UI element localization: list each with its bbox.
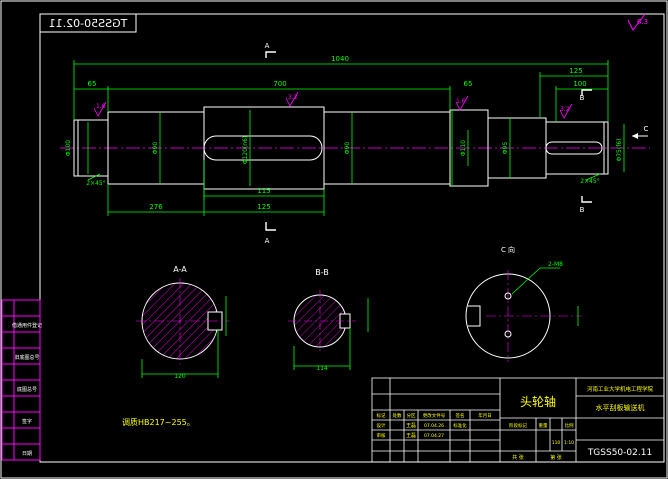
keyway-slot	[203, 135, 323, 161]
view-c: C 向 2-M8	[465, 245, 582, 362]
check-date: 07.04.27	[424, 433, 444, 439]
dim-left-pos: 276	[149, 203, 163, 211]
aa-width: 120	[174, 373, 186, 380]
dim-d-left-end: Φ100	[65, 140, 72, 156]
tb-row-label: 签名	[456, 412, 465, 419]
sheets-label: 共 张	[512, 454, 524, 461]
scale: 1:10	[564, 440, 574, 446]
dim-keyway-pos: 125	[257, 203, 270, 211]
dim-left-seg: 65	[88, 80, 97, 88]
tb-row-label: 处数	[393, 412, 402, 419]
cut-b-top: B	[580, 94, 585, 102]
dim-chamfer-right: 2×45°	[580, 178, 599, 185]
strip-label: 借通用件登记	[12, 322, 42, 329]
cut-markers	[265, 51, 592, 231]
section-bb-label: B-B	[315, 268, 329, 277]
designer: 王磊	[406, 423, 416, 429]
dim-right-sub: 100	[573, 80, 586, 88]
dim-d-center: Φ120(n6)	[242, 136, 249, 164]
dim-d-right-end: Φ75(f6)	[616, 139, 623, 162]
checker-label: 审核	[377, 432, 386, 439]
rough-3: 1.6	[456, 98, 466, 105]
dim-d-left-journal: Φ90	[152, 142, 159, 155]
dim-right-end: 125	[569, 67, 582, 75]
dim-keyway-len: 115	[257, 187, 270, 195]
roughness-symbols	[93, 91, 573, 119]
left-strip: 借通用件登记 旧底图总号 底图总号 签字 日期	[1, 299, 42, 461]
tb-row-label: 年月日	[478, 412, 492, 419]
part-name: 头轮轴	[520, 394, 556, 409]
rough-4: 3.2	[560, 106, 570, 113]
section-bb: B-B 114	[288, 268, 369, 372]
dim-d-right-step: Φ95	[502, 142, 509, 155]
scale-label: 比例	[565, 422, 574, 429]
cut-a-top: A	[265, 42, 270, 50]
weight-label: 重量	[539, 422, 548, 429]
standard-label: 标准化	[453, 422, 467, 429]
section-aa-label: A-A	[173, 265, 187, 274]
strip-label: 旧底图总号	[14, 354, 39, 361]
arrow-c	[632, 133, 648, 139]
arrow-c-label: C	[644, 125, 649, 133]
title-block	[371, 377, 665, 463]
inner-frame	[39, 13, 665, 463]
weight: 110	[552, 440, 561, 446]
corner-roughness: 6.3	[627, 13, 648, 31]
cv-dim: 2-M8	[548, 261, 563, 268]
end-keyway	[545, 141, 603, 155]
mirrored-code: TGSS50-02.11	[49, 17, 129, 30]
design-date: 07.04.26	[424, 423, 444, 429]
tb-row-label: 更改文件号	[423, 412, 446, 419]
strip-label: 签字	[22, 418, 32, 425]
corner-mark: 6.3	[637, 18, 648, 26]
drawing-code: TGSS50-02.11	[587, 448, 652, 458]
dim-d-right-body: Φ90	[344, 142, 351, 155]
rough-2: 3.2	[288, 94, 298, 101]
designer-label: 设计	[377, 422, 386, 429]
dim-chamfer-left: 2×45°	[86, 180, 105, 187]
tb-row-label: 标记	[377, 412, 386, 419]
school-name: 河南工业大学机电工程学院	[587, 385, 654, 393]
dim-right-seg: 65	[464, 80, 473, 88]
strip-label: 底图总号	[17, 386, 37, 393]
hardness-note: 调质HB217~255。	[122, 417, 195, 427]
dim-overall: 1040	[331, 55, 349, 63]
view-c-label: C 向	[501, 245, 515, 254]
dim-d-right-journal: Φ110	[460, 140, 467, 156]
strip-label: 日期	[22, 451, 32, 457]
cut-a-bottom: A	[265, 237, 270, 245]
cut-b-bottom: B	[580, 206, 585, 214]
machine-name: 水平刮板输送机	[596, 403, 645, 412]
shaft-main-view	[60, 106, 650, 190]
bb-width: 114	[316, 365, 328, 372]
mirrored-code-box: TGSS50-02.11	[39, 13, 137, 33]
tb-row-label: 分区	[407, 412, 416, 419]
sheet-label: 第 张	[550, 454, 562, 461]
dim-mid: 700	[273, 80, 286, 88]
section-aa: A-A 120	[136, 265, 230, 380]
dimensions	[73, 60, 625, 216]
rough-1: 1.6	[96, 103, 106, 110]
checker: 王磊	[406, 433, 416, 439]
stage-label: 阶段标记	[509, 422, 527, 429]
